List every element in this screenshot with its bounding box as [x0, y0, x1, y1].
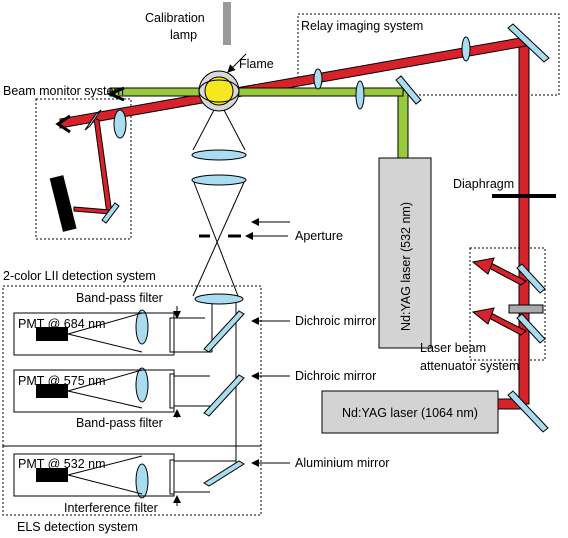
label-attenuator-2: attenuator system — [420, 359, 519, 373]
relay-imaging-box — [297, 13, 560, 96]
label-pmt-684: PMT @ 684 nm — [18, 317, 106, 331]
lenses — [113, 36, 471, 499]
els-detection-box — [2, 445, 262, 516]
calibration-lamp — [223, 2, 231, 45]
beam-monitor-out-arrow — [55, 114, 71, 134]
label-flame: Flame — [239, 57, 274, 71]
label-interference-filter: Interference filter — [64, 501, 158, 515]
label-calibration-lamp-1: Calibration — [145, 11, 205, 25]
label-attenuator-1: Laser beam — [420, 341, 486, 355]
label-nd-yag-532: Nd:YAG laser (532 nm) — [399, 202, 413, 331]
flame-burner — [198, 70, 240, 112]
label-lii-detection: 2-color LII detection system — [3, 269, 156, 283]
label-pmt-532: PMT @ 532 nm — [18, 457, 106, 471]
nd-yag-532-laser — [378, 157, 432, 349]
beam-monitor-detector — [49, 175, 77, 232]
label-pmt-575: PMT @ 575 nm — [18, 374, 106, 388]
label-band-pass-top: Band-pass filter — [76, 291, 163, 305]
label-els-detection: ELS detection system — [17, 520, 138, 534]
pointer-arrows — [173, 53, 290, 506]
pmt-cones — [67, 312, 236, 495]
label-nd-yag-1064: Nd:YAG laser (1064 nm) — [342, 406, 478, 420]
attenuator-box — [469, 247, 546, 361]
beam-monitor-box — [35, 98, 132, 240]
label-band-pass-mid: Band-pass filter — [76, 416, 163, 430]
label-aperture: Aperture — [295, 229, 343, 243]
attenuator-polarizer — [508, 304, 544, 314]
nd-yag-1064-laser — [321, 390, 499, 434]
label-dichroic-1: Dichroic mirror — [295, 314, 376, 328]
green-out-arrow — [106, 86, 125, 102]
label-aluminium-mirror: Aluminium mirror — [295, 456, 389, 470]
label-beam-monitor: Beam monitor system — [3, 84, 124, 98]
label-dichroic-2: Dichroic mirror — [295, 369, 376, 383]
pmt-tubes — [36, 327, 68, 482]
mirrors — [84, 23, 550, 487]
attenuator-reject-arrow-1 — [471, 257, 495, 275]
label-calibration-lamp-2: lamp — [170, 28, 197, 42]
lii-detection-box — [2, 285, 262, 447]
filters — [169, 317, 175, 495]
label-relay-imaging: Relay imaging system — [301, 19, 423, 33]
label-diaphragm: Diaphragm — [453, 177, 514, 191]
attenuator-reject-arrow-2 — [471, 307, 495, 325]
